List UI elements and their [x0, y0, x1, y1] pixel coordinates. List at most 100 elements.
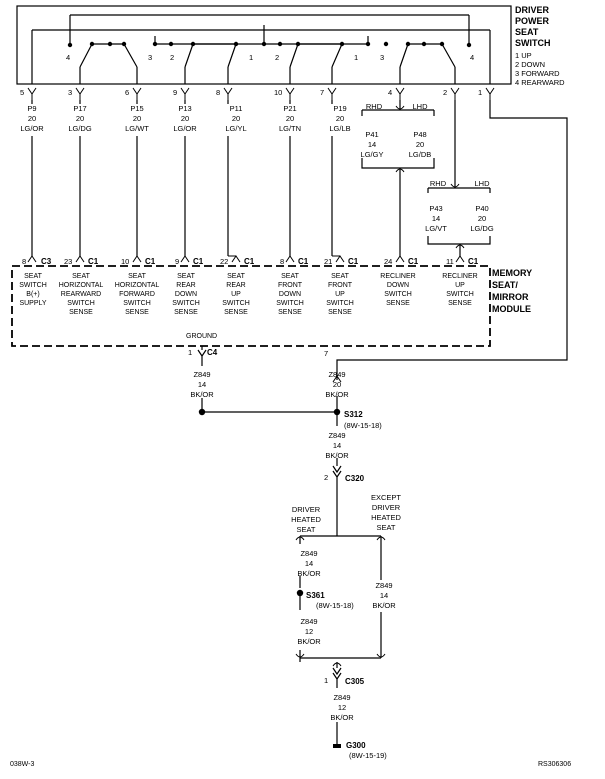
svg-text:SEAT: SEAT	[281, 273, 299, 280]
switch-legend: 1 UP 2 DOWN 3 FORWARD 4 REARWARD	[515, 51, 565, 87]
svg-text:Z849: Z849	[328, 370, 345, 379]
svg-text:HEATED: HEATED	[371, 513, 401, 522]
svg-text:SWITCH: SWITCH	[384, 291, 412, 298]
contact-label: 1	[354, 53, 358, 62]
pin-number: 4	[388, 88, 392, 97]
svg-text:LG/DB: LG/DB	[409, 150, 432, 159]
svg-text:HORIZONTAL: HORIZONTAL	[59, 282, 104, 289]
svg-text:14: 14	[368, 140, 376, 149]
svg-text:REARWARD: REARWARD	[61, 291, 101, 298]
svg-text:S361: S361	[306, 591, 325, 600]
svg-text:FRONT: FRONT	[278, 282, 303, 289]
svg-text:BK/OR: BK/OR	[330, 713, 354, 722]
svg-text:C1: C1	[244, 257, 255, 266]
svg-text:POWER: POWER	[515, 16, 550, 26]
svg-text:HORIZONTAL: HORIZONTAL	[115, 282, 160, 289]
contact-label: 4	[66, 53, 70, 62]
svg-text:SENSE: SENSE	[69, 309, 93, 316]
svg-text:20: 20	[28, 114, 36, 123]
svg-text:SEAT/: SEAT/	[492, 280, 518, 290]
svg-text:20: 20	[133, 114, 141, 123]
svg-text:SWITCH: SWITCH	[67, 300, 95, 307]
pin-number: 6	[125, 88, 129, 97]
switch-contacts	[67, 41, 472, 48]
switch-toggle-rear	[184, 43, 237, 68]
switch-bus-inner	[154, 25, 369, 45]
footer-right: RS306306	[538, 761, 571, 768]
svg-text:DOWN: DOWN	[279, 291, 301, 298]
svg-text:20: 20	[336, 114, 344, 123]
svg-text:LG/YL: LG/YL	[225, 124, 246, 133]
pin-number: 8	[216, 88, 220, 97]
svg-text:BK/OR: BK/OR	[325, 451, 349, 460]
pin-number: 10	[274, 88, 282, 97]
svg-text:BK/OR: BK/OR	[325, 390, 349, 399]
svg-text:20: 20	[232, 114, 240, 123]
svg-text:SEAT: SEAT	[296, 525, 315, 534]
ground-symbol	[333, 744, 341, 748]
svg-text:EXCEPT: EXCEPT	[371, 493, 401, 502]
svg-text:LG/WT: LG/WT	[125, 124, 149, 133]
svg-text:23: 23	[64, 257, 72, 266]
contact-label: 2	[275, 53, 279, 62]
splice-dot	[333, 408, 341, 416]
svg-text:SEAT: SEAT	[24, 273, 42, 280]
svg-text:21: 21	[324, 257, 332, 266]
svg-text:P19: P19	[333, 104, 346, 113]
svg-text:SWITCH: SWITCH	[172, 300, 200, 307]
svg-text:Z849: Z849	[333, 693, 350, 702]
svg-text:P11: P11	[230, 104, 243, 113]
svg-text:SWITCH: SWITCH	[276, 300, 304, 307]
svg-text:P48: P48	[413, 130, 426, 139]
svg-text:DRIVER: DRIVER	[515, 5, 550, 15]
svg-text:C320: C320	[345, 474, 365, 483]
splice-dot	[296, 589, 304, 597]
svg-text:9: 9	[175, 257, 179, 266]
svg-text:C305: C305	[345, 677, 365, 686]
svg-text:C4: C4	[207, 348, 218, 357]
svg-text:1 UP: 1 UP	[515, 51, 532, 60]
contact-label: 4	[470, 53, 474, 62]
pin-number: 7	[320, 88, 324, 97]
svg-text:SEAT: SEAT	[227, 273, 245, 280]
svg-text:14: 14	[305, 559, 313, 568]
svg-text:BK/OR: BK/OR	[190, 390, 214, 399]
contact-label: 3	[380, 53, 384, 62]
svg-text:(8W-15-18): (8W-15-18)	[316, 601, 354, 610]
svg-text:10: 10	[121, 257, 129, 266]
svg-text:(8W-15-19): (8W-15-19)	[349, 751, 387, 760]
svg-text:14: 14	[432, 214, 440, 223]
svg-text:SWITCH: SWITCH	[19, 282, 47, 289]
svg-text:C1: C1	[298, 257, 309, 266]
svg-text:20: 20	[478, 214, 486, 223]
svg-text:LHD: LHD	[412, 102, 428, 111]
svg-text:C1: C1	[145, 257, 156, 266]
svg-text:C3: C3	[41, 257, 52, 266]
svg-text:S312: S312	[344, 410, 363, 419]
svg-text:(8W-15-18): (8W-15-18)	[344, 421, 382, 430]
contact-label: 3	[148, 53, 152, 62]
switch-toggle-recliner	[399, 43, 456, 68]
module-box	[11, 265, 491, 347]
svg-text:LG/DG: LG/DG	[470, 224, 494, 233]
svg-text:DRIVER: DRIVER	[372, 503, 401, 512]
svg-text:P17: P17	[73, 104, 86, 113]
svg-text:14: 14	[333, 441, 341, 450]
svg-text:LG/TN: LG/TN	[279, 124, 301, 133]
svg-text:UP: UP	[455, 282, 465, 289]
pin-number: 3	[68, 88, 72, 97]
svg-text:HEATED: HEATED	[291, 515, 321, 524]
svg-text:LG/LB: LG/LB	[329, 124, 350, 133]
svg-text:8: 8	[22, 257, 26, 266]
svg-text:20: 20	[286, 114, 294, 123]
wires	[31, 100, 568, 380]
svg-text:LG/GY: LG/GY	[361, 150, 384, 159]
svg-text:14: 14	[380, 591, 388, 600]
svg-text:FORWARD: FORWARD	[119, 291, 155, 298]
svg-text:BK/OR: BK/OR	[372, 601, 396, 610]
svg-text:RECLINER: RECLINER	[380, 273, 415, 280]
contact-label: 1	[249, 53, 253, 62]
